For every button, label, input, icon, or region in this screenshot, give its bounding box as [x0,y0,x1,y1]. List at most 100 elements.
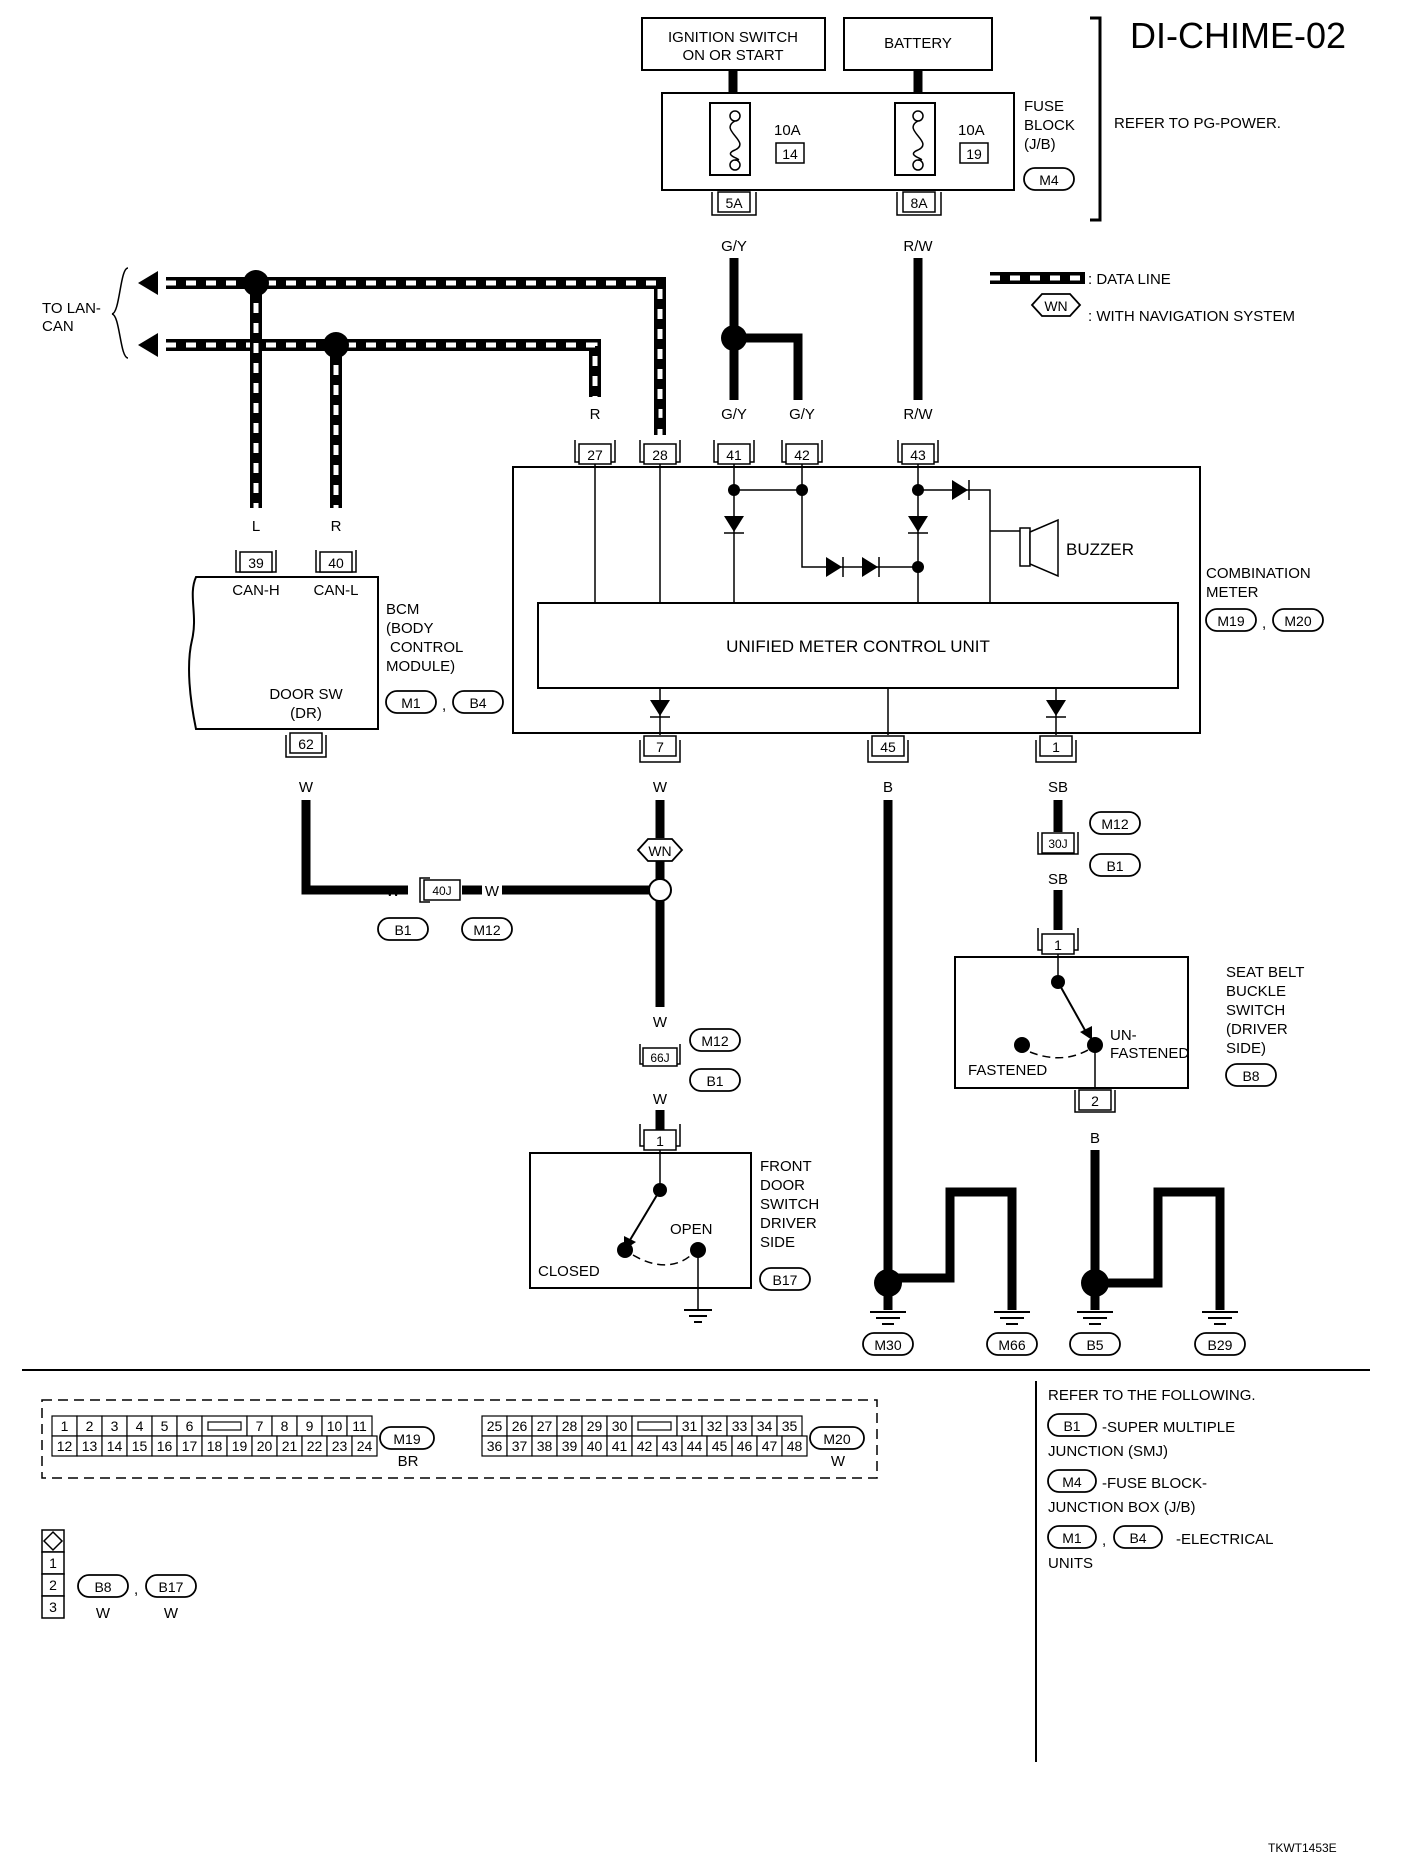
seat-belt-label-3: SWITCH [1226,1002,1285,1019]
unfastened-label-1: UN- [1110,1027,1137,1044]
connector-pin-label: 9 [306,1418,314,1434]
conn-view-m20: M20 [823,1431,850,1447]
front-door-label-2: DOOR [760,1177,805,1194]
ignition-label-1: IGNITION SWITCH [668,29,798,46]
fuse-block-label-1: FUSE [1024,98,1064,115]
can-h-label: CAN-H [232,582,280,599]
junction-66j: 66J [639,1044,681,1067]
figure-code: TKWT1453E [1268,1841,1337,1855]
svg-text:66J: 66J [650,1051,669,1065]
front-door-label-4: DRIVER [760,1215,817,1232]
connector-pin-label: 26 [512,1418,528,1434]
refer-b1: B1 [1063,1418,1080,1434]
conn-view-b17-color: W [164,1605,179,1622]
connector-pin-label: 11 [352,1418,367,1434]
closed-label: CLOSED [538,1263,600,1280]
connector-pin-label: 28 [562,1418,578,1434]
meter-terminal-41: 41 [713,440,755,465]
meter-terminal-27: 27 [574,440,616,465]
connector-pin-label: 40 [587,1438,603,1454]
connector-pin-label: 41 [612,1438,628,1454]
seat-belt-label-5: SIDE) [1226,1040,1266,1057]
connector-pin-label: 32 [707,1418,723,1434]
refer-m4: M4 [1062,1474,1082,1490]
j30-conn-b1: B1 [1106,858,1123,874]
connector-pin-label: 19 [232,1438,248,1454]
terminal-8a: 8A [896,191,942,216]
svg-text:1: 1 [1052,739,1060,755]
svg-text:42: 42 [794,447,810,463]
svg-text:,: , [1262,615,1266,632]
front-door-label-1: FRONT [760,1158,812,1175]
fuse1-number: 14 [782,146,798,162]
bcm-label-3: CONTROL [390,639,463,656]
svg-text:30J: 30J [1048,837,1067,851]
svg-text:39: 39 [248,555,264,571]
svg-text:1: 1 [656,1133,664,1149]
fuse-block-label-3: (J/B) [1024,136,1056,153]
ground-b5: B5 [1086,1337,1103,1353]
connector-pin-label: 39 [562,1438,578,1454]
connector-pin-label: 24 [357,1438,373,1454]
front-door-conn: B17 [773,1272,798,1288]
fuse2-amp: 10A [958,122,985,139]
wn-splice [648,878,672,902]
connector-key [201,1415,248,1437]
ground-group-left: B B B [870,1187,1030,1325]
svg-text:5A: 5A [725,195,743,211]
connector-pin-label: 18 [207,1438,223,1454]
meter-terminal-28: 28 [639,440,681,465]
svg-text:40: 40 [328,555,344,571]
meter-conn-m19: M19 [1217,613,1244,629]
wire-color-w-66j-bottom: W [653,1091,668,1108]
svg-text:8A: 8A [910,195,928,211]
fuse1-amp: 10A [774,122,801,139]
connector-pin-label: 42 [637,1438,653,1454]
seat-belt-label-2: BUCKLE [1226,983,1286,1000]
unified-meter-control-unit [537,602,1179,689]
bcm-label-4: MODULE) [386,658,455,675]
wire-color-rw-43: R/W [903,406,933,423]
j66-conn-m12: M12 [701,1033,728,1049]
connector-pin-label: 31 [682,1418,698,1434]
connector-pin-label: 17 [182,1438,198,1454]
wire-color-w-62: W [299,779,314,796]
front-door-label-3: SWITCH [760,1196,819,1213]
connector-pin-label: 29 [587,1418,603,1434]
connector-view-frame [41,1399,878,1479]
svg-text:WN: WN [648,843,671,859]
connector-pin-label: 12 [57,1438,73,1454]
combination-meter: 27 28 41 42 43 [512,440,1201,763]
ground-group-right: B B B [1077,1187,1238,1325]
lan-r-label: R [176,338,187,355]
wire-color-l-39: L [252,518,260,535]
svg-text:7: 7 [656,739,664,755]
bcm-conn-b4: B4 [469,695,486,711]
refer-m1: M1 [1062,1530,1082,1546]
to-lan-can-1: TO LAN- [42,300,101,317]
battery-box: BATTERY [843,17,993,71]
connector-pin-label: 5 [161,1418,169,1434]
meter-terminal-1: 1 [1035,735,1077,763]
front-door-switch: 1 CLOSED OPEN [529,1124,752,1323]
connector-pin-label: 20 [257,1438,273,1454]
connector-pin-label: 2 [86,1418,94,1434]
refer-eu-text-1: -ELECTRICAL [1176,1531,1274,1548]
lan-arrow-l [138,271,158,295]
junction-30j: 30J [1037,832,1079,855]
refer-b4: B4 [1129,1530,1146,1546]
terminal-5a: 5A [711,191,757,216]
svg-text:3: 3 [49,1599,57,1615]
connector-pin-label: 30 [612,1418,628,1434]
svg-text:B: B [1090,1224,1100,1241]
conn-view-b8: B8 [94,1579,111,1595]
wire-color-sb-bottom: SB [1048,871,1068,888]
connector-key-mark [637,1421,672,1431]
svg-text:B: B [883,1224,893,1241]
svg-text:,: , [1102,1532,1106,1549]
ground-b29: B29 [1208,1337,1233,1353]
meter-conn-m20: M20 [1284,613,1311,629]
wn-tag-door: WN [636,838,684,862]
